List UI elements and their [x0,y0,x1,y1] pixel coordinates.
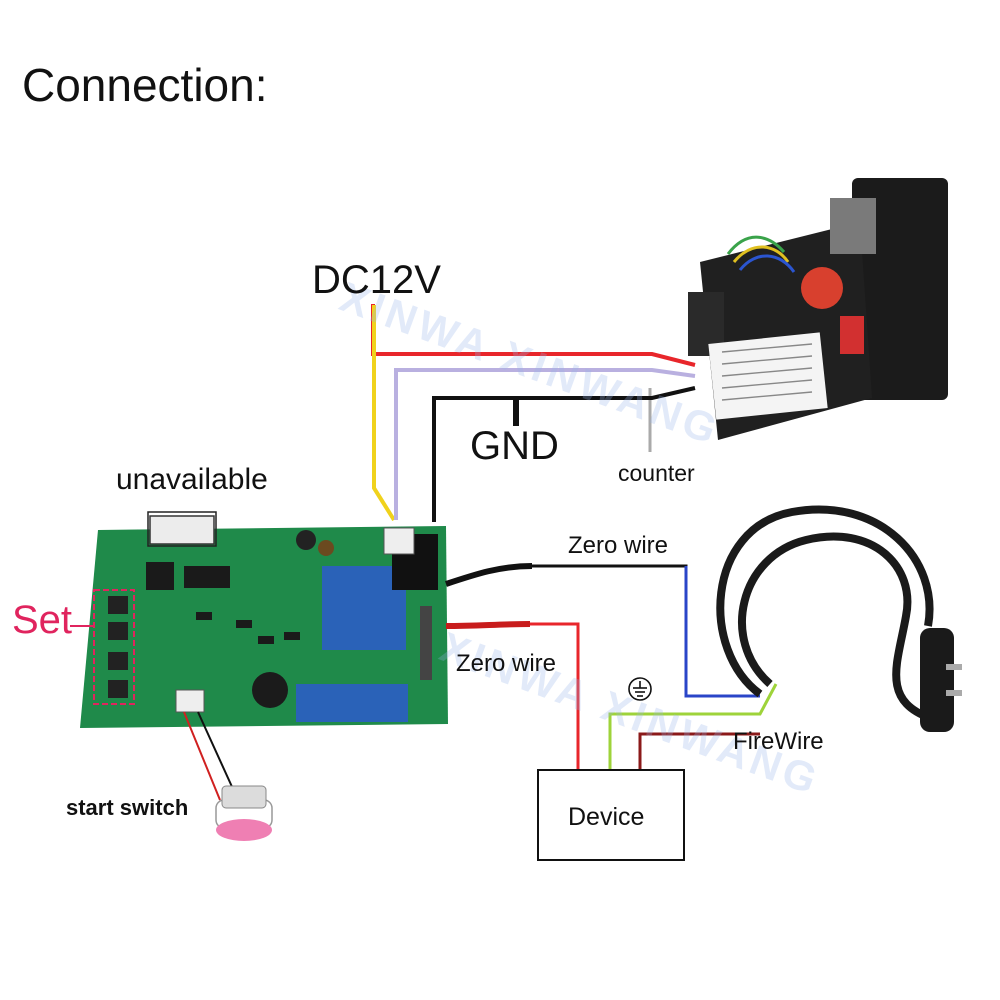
firewire-label: FireWire [733,728,824,755]
controller-board [80,515,448,728]
green-earth-wire [608,683,778,770]
set-buttons-box [93,589,135,705]
zero-wire-bottom-label: Zero wire [456,650,557,677]
zero-wire-top-label: Zero wire [568,532,669,559]
counter-label: counter [618,460,695,486]
board-black-lead [445,563,533,587]
set-label: Set [12,598,73,642]
yellow-dc-wire [372,305,396,522]
device-label: Device [568,803,645,831]
board-red-lead [445,621,531,629]
violet-signal-wire [394,368,696,520]
start-switch-button [215,785,273,841]
unavailable-connector-box [147,511,217,547]
power-cord [716,505,934,722]
start-wire-red [183,711,221,801]
gnd-label: GND [470,424,559,468]
black-gnd-wire [432,386,696,522]
ground-symbol [628,677,652,701]
dc12v-label: DC12V [312,258,441,302]
unavailable-label: unavailable [116,463,268,496]
start-wire-black [197,711,239,801]
zero-wire-bottom-path [530,622,580,770]
brown-live-wire [638,732,760,770]
start-switch-label: start switch [66,795,189,820]
blue-neutral-wire [684,566,760,698]
power-plug [920,628,962,732]
device-box [537,769,685,861]
coin-acceptor [688,178,948,440]
page-title: Connection: [22,59,268,111]
